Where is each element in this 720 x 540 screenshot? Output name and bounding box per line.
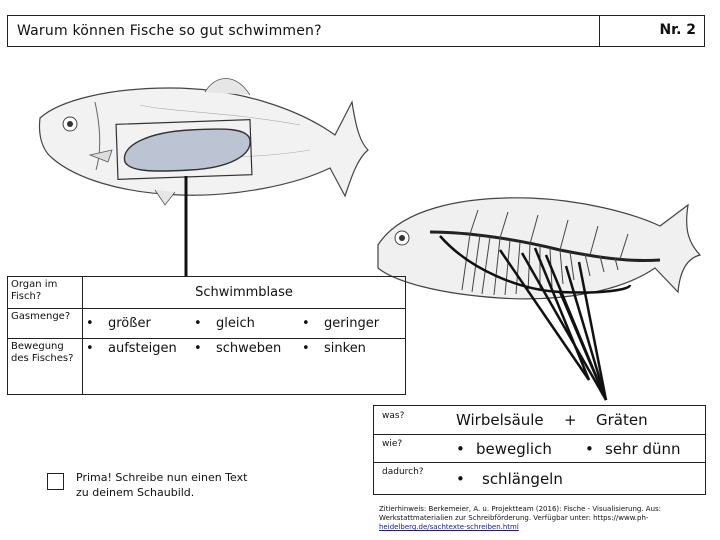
task-text: Prima! Schreibe nun einen Text zu deinem… (76, 470, 247, 500)
was-value-2: Gräten (596, 411, 648, 429)
was-value: Wirbelsäule (456, 411, 544, 429)
dadurch-value: schlängeln (482, 470, 563, 488)
fish-one-drawing (38, 78, 369, 277)
task-text-line-2: zu deinem Schaubild. (76, 486, 195, 499)
wie-bullet-1: • (456, 440, 465, 458)
citation-link[interactable]: heidelberg.de/sachtexte-schreiben.html (379, 523, 519, 531)
task-text-line-1: Prima! Schreibe nun einen Text (76, 471, 248, 484)
organ-value: Schwimmblase (82, 276, 406, 309)
row-divider-1 (374, 434, 705, 435)
wie-label: wie? (382, 439, 403, 449)
header-box: Warum können Fische so gut schwimmen? Nr… (7, 15, 705, 47)
page-number: Nr. 2 (659, 22, 696, 38)
header-divider (599, 15, 600, 47)
citation-line-1: Zitierhinweis: Berkemeier, A. u. Projekt… (379, 505, 662, 513)
row-label-movement: Bewegung des Fisches? (7, 338, 83, 395)
swim-bladder-table: Organ im Fisch? Schwimmblase Gasmenge? •… (7, 276, 406, 395)
task-checkbox[interactable] (47, 473, 64, 490)
wie-bullet-2: • (585, 440, 594, 458)
skeleton-box: was? Wirbelsäule + Gräten wie? • bewegli… (373, 405, 706, 495)
wie-value-2: sehr dünn (605, 440, 681, 458)
citation-line-2: Werkstattmaterialien zur Schreibförderun… (379, 514, 649, 522)
citation: Zitierhinweis: Berkemeier, A. u. Projekt… (379, 505, 679, 532)
row-label-gas: Gasmenge? (7, 308, 83, 339)
wie-value-1: beweglich (476, 440, 552, 458)
movement-option-3: •sinken (299, 338, 406, 395)
movement-option-2: •schweben (191, 338, 299, 395)
plus-sign: + (564, 411, 577, 429)
row-label-organ: Organ im Fisch? (7, 276, 83, 309)
dadurch-bullet: • (456, 470, 465, 488)
gas-option-3: •geringer (299, 308, 406, 339)
fish-two-drawing (377, 197, 702, 401)
dadurch-label: dadurch? (382, 467, 424, 477)
gas-option-1: •größer (82, 308, 191, 339)
was-label: was? (382, 411, 405, 421)
page-title: Warum können Fische so gut schwimmen? (17, 23, 322, 39)
row-divider-2 (374, 462, 705, 463)
movement-option-1: •aufsteigen (82, 338, 191, 395)
gas-option-2: •gleich (191, 308, 299, 339)
